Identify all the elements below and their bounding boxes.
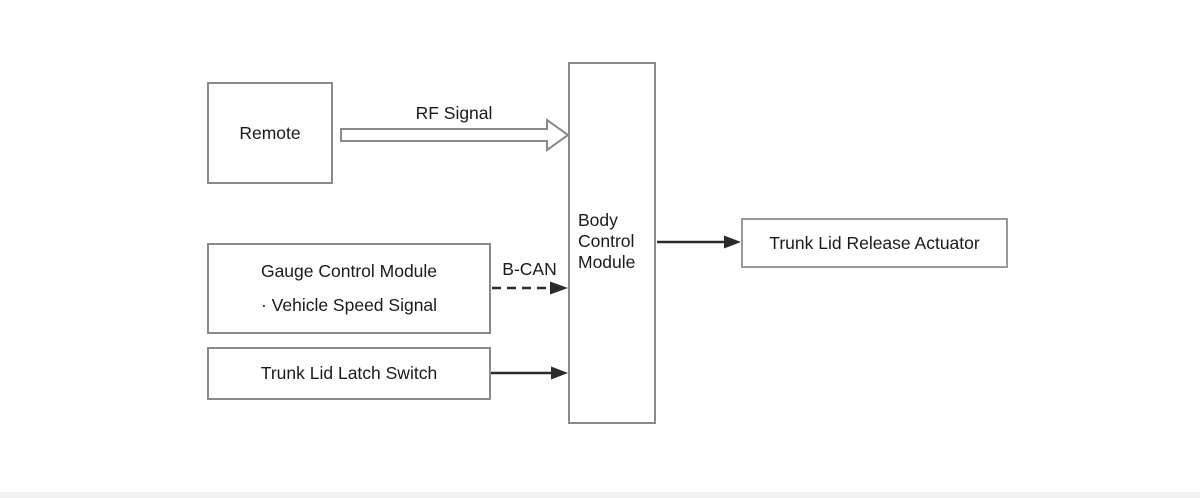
b-can-connection-label: B-CAN — [502, 259, 557, 279]
node-trunk-lid-latch-switch-label: Trunk Lid Latch Switch — [260, 363, 438, 383]
b-can-arrowhead — [550, 281, 568, 295]
rf-signal-hollow-arrow — [340, 118, 570, 152]
node-trunk-lid-latch-switch: Trunk Lid Latch Switch — [207, 347, 491, 400]
node-gauge-control-module-title: Gauge Control Module — [260, 261, 438, 281]
node-body-control-module: Body Control Module — [568, 62, 656, 424]
rf-signal-connection-label: RF Signal — [415, 103, 493, 123]
node-remote: Remote — [207, 82, 333, 184]
node-trunk-lid-release-actuator: Trunk Lid Release Actuator — [741, 218, 1008, 268]
node-remote-label: Remote — [239, 122, 301, 143]
latch-to-bcm-arrowhead — [551, 366, 568, 380]
node-gauge-control-module-subitem: · Vehicle Speed Signal — [260, 295, 438, 315]
bcm-to-actuator-arrowhead — [724, 235, 741, 249]
node-gauge-control-module: Gauge Control Module · Vehicle Speed Sig… — [207, 243, 491, 334]
bottom-strip — [0, 492, 1200, 498]
node-body-control-module-label: Body Control Module — [578, 210, 636, 272]
node-trunk-lid-release-actuator-label: Trunk Lid Release Actuator — [769, 232, 980, 253]
